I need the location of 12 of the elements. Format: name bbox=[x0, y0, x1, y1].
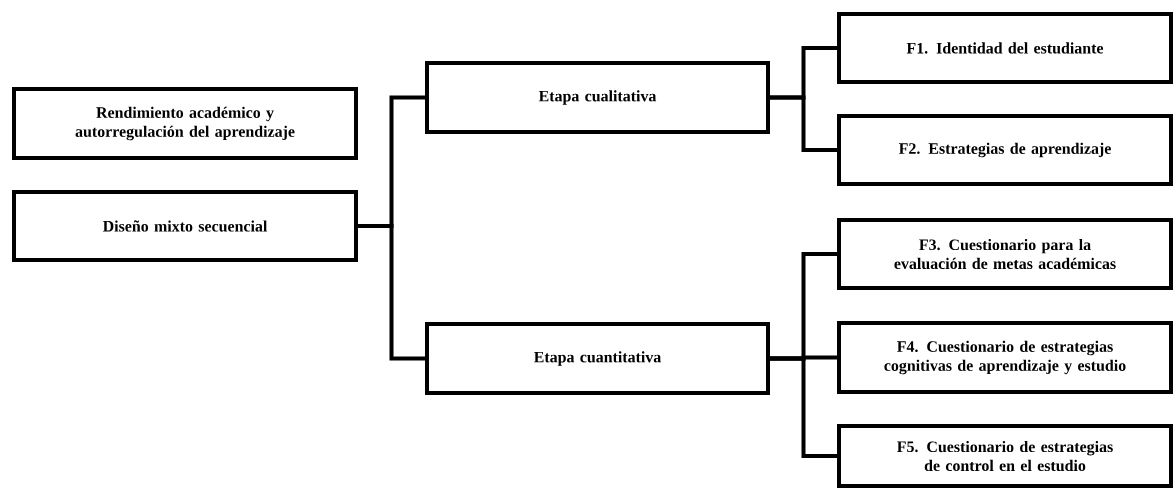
text-box: F2. Estrategias de aprendizaje bbox=[837, 114, 1173, 186]
connector-line bbox=[770, 356, 837, 458]
text-box: F5. Cuestionario de estrategias de control en el estudio bbox=[837, 424, 1173, 488]
connector-line bbox=[770, 95, 837, 152]
text-box: Rendimiento académico y autorregulación del aprendizaje bbox=[12, 87, 358, 160]
text-box: F3. Cuestionario para la evaluación de metas académicas bbox=[837, 218, 1173, 290]
text-box: Diseño mixto secuencial bbox=[12, 190, 358, 262]
text-box: F1. Identidad del estudiante bbox=[837, 12, 1173, 84]
text-box: Etapa cuantitativa bbox=[425, 322, 770, 395]
connector-line bbox=[358, 224, 425, 361]
text-box: Etapa cualitativa bbox=[425, 61, 770, 134]
text-box: F4. Cuestionario de estrategias cognitivas de aprendizaje y estudio bbox=[837, 321, 1173, 394]
